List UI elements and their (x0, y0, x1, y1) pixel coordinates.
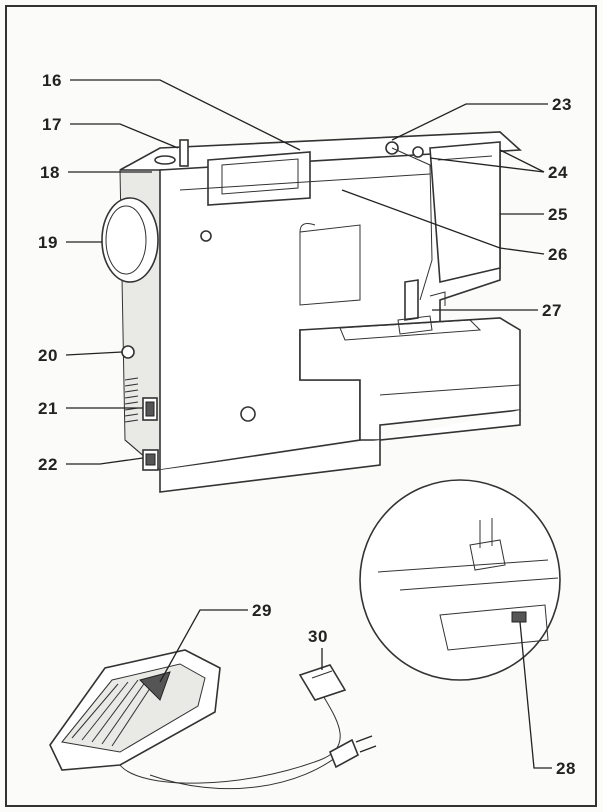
callout-29: 29 (252, 601, 272, 620)
inset-bed-front (399, 577, 559, 591)
carrying-handle (207, 151, 311, 206)
thread-path (391, 147, 433, 301)
screw (200, 230, 212, 242)
inset-needle-plate (469, 539, 506, 571)
callout-18: 18 (40, 163, 60, 182)
inset-circle (359, 479, 561, 681)
callout-19: 19 (38, 233, 58, 252)
machine-bed (299, 317, 521, 441)
foot-cable (119, 689, 341, 784)
machine-base-front (159, 440, 381, 493)
foot-cable-2 (149, 749, 346, 790)
top-plate-line (179, 173, 431, 191)
wall-plug-prong-2 (359, 745, 377, 753)
leader-20 (65, 351, 123, 356)
handwheel (101, 197, 159, 283)
bed-base (379, 410, 521, 441)
sewing-machine (101, 131, 522, 493)
leader-23 (391, 103, 548, 141)
presser-foot-lever (429, 291, 446, 306)
plug-detail (311, 670, 333, 679)
leader-lines (65, 79, 552, 769)
machine-plug (298, 664, 347, 701)
leader-28 (519, 621, 552, 769)
presser-foot (397, 315, 433, 335)
face-plate-line (437, 155, 493, 161)
callout-26: 26 (548, 245, 568, 264)
arm-opening (299, 224, 361, 306)
spool-pin-base (154, 155, 176, 165)
leader-16 (70, 79, 301, 151)
leader-17 (70, 123, 179, 149)
power-socket-inner (145, 453, 156, 466)
handle-inner (221, 158, 299, 195)
handwheel-rim (105, 205, 147, 275)
front-dial (240, 406, 256, 422)
wall-plug-prong-1 (355, 735, 373, 743)
callout-30: 30 (308, 627, 328, 646)
leader-26 (341, 189, 545, 255)
callout-24: 24 (548, 163, 568, 182)
callout-17: 17 (42, 115, 62, 134)
face-plate (429, 141, 501, 283)
spool-pin (179, 139, 189, 167)
side-knob (121, 345, 135, 359)
leader-24b (429, 157, 545, 173)
arm-opening-edge (299, 223, 316, 233)
inset-bobbin-cover (439, 604, 549, 651)
page-frame (5, 5, 597, 807)
callout-22: 22 (38, 455, 58, 474)
bed-line (379, 384, 521, 396)
callout-25: 25 (548, 205, 568, 224)
callout-labels: 16 17 18 19 20 21 22 23 24 25 26 27 28 2… (38, 71, 576, 778)
callout-28: 28 (556, 759, 576, 778)
leader-24a (499, 149, 545, 173)
inset-bed-top (377, 559, 549, 573)
needle-bar (404, 279, 419, 321)
callout-23: 23 (552, 95, 572, 114)
needle-plate (339, 319, 482, 341)
leader-22 (66, 457, 144, 465)
inset-release-button (511, 611, 527, 623)
callout-21: 21 (38, 399, 58, 418)
callout-16: 16 (42, 71, 62, 90)
zoom-inset (359, 479, 561, 681)
wall-plug (328, 738, 360, 769)
foot-pedal-top (61, 663, 206, 753)
callout-27: 27 (542, 301, 562, 320)
foot-controller (49, 649, 377, 790)
callout-20: 20 (38, 346, 58, 365)
power-switch-rocker (145, 401, 155, 417)
pedal-logo (139, 671, 171, 701)
take-up-lever (412, 146, 424, 158)
leader-29 (159, 609, 248, 683)
side-vents (124, 377, 139, 423)
